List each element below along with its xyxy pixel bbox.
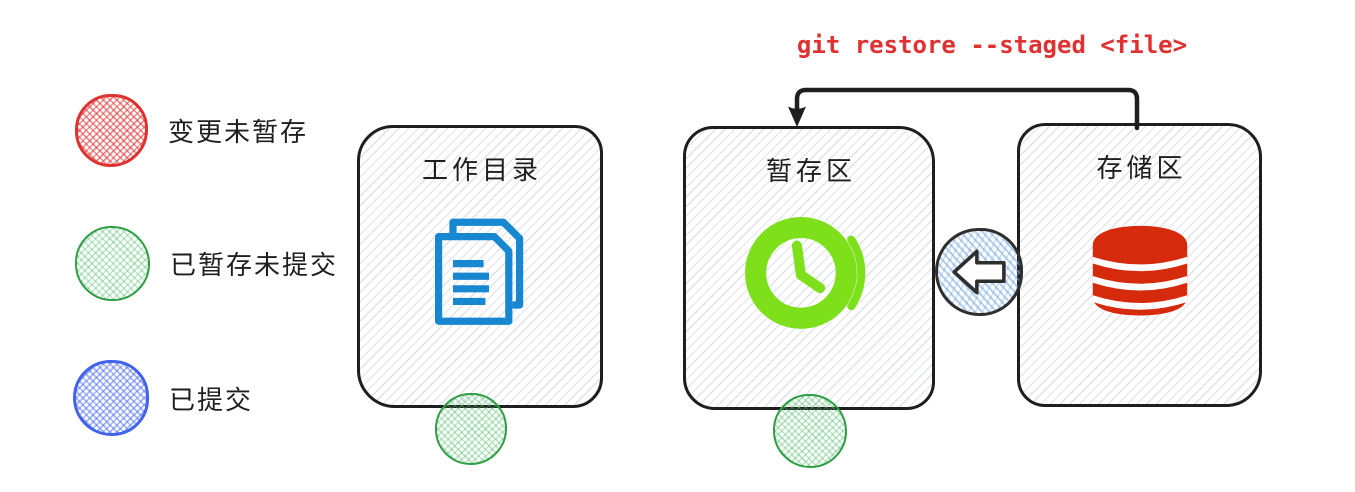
transfer-badge	[935, 228, 1023, 316]
documents-icon	[435, 218, 524, 325]
node-title-repository: 存储区	[1096, 153, 1187, 183]
restore-flow-arrow	[788, 87, 1140, 131]
node-working-directory: 工作目录	[357, 125, 603, 408]
staged-status-dot-staging	[773, 394, 847, 468]
red-hatch-circle-icon	[75, 94, 148, 167]
legend-item-committed: 已提交	[73, 360, 253, 436]
arrow-left-icon	[952, 249, 1006, 295]
legend-label-changes-unstaged: 变更未暂存	[168, 117, 309, 147]
command-label: git restore --staged <file>	[796, 31, 1188, 59]
node-title-working-directory: 工作目录	[421, 155, 542, 185]
staged-status-dot-working	[435, 393, 507, 465]
clock-icon	[745, 216, 866, 329]
legend-label-staged-uncommitted: 已暂存未提交	[170, 250, 339, 280]
legend-label-committed: 已提交	[169, 384, 254, 415]
database-icon	[1092, 225, 1187, 316]
blue-hatch-circle-icon	[73, 360, 149, 436]
node-staging-area: 暂存区	[683, 126, 935, 410]
legend-item-staged-uncommitted: 已暂存未提交	[75, 226, 338, 301]
node-repository: 存储区	[1017, 123, 1262, 407]
green-hatch-circle-icon	[75, 226, 150, 301]
legend-item-changes-unstaged: 变更未暂存	[75, 94, 308, 167]
node-title-staging-area: 暂存区	[765, 156, 856, 186]
